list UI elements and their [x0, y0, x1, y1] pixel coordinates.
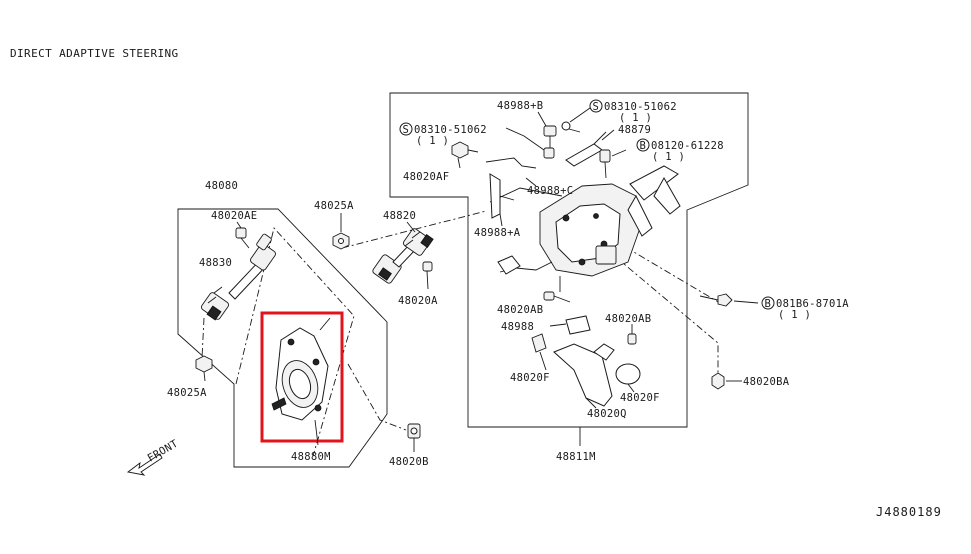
label-48880M: 48880M: [291, 451, 331, 463]
diagram-title: DIRECT ADAPTIVE STEERING: [10, 47, 179, 60]
leader-48879: [601, 129, 615, 141]
label-48020F-left: 48020F: [510, 372, 550, 384]
leader-48988: [549, 323, 567, 327]
bolt-08120: [599, 149, 611, 179]
label-48830: 48830: [199, 257, 232, 269]
clip-48020B: [407, 423, 421, 439]
bolt-48025A-bottom: [195, 355, 213, 382]
leader-column-nut: [604, 247, 719, 374]
label-48988A: 48988+A: [474, 227, 521, 239]
label-48020AE: 48020AE: [211, 210, 257, 222]
leader-48988B: [537, 111, 547, 127]
leader-48020AE: [236, 221, 242, 229]
leader-48820: [406, 221, 416, 233]
label-48025A-top: 48025A: [314, 200, 354, 212]
b-badge-letter: B: [765, 298, 772, 310]
bolt-48020AE: [235, 227, 250, 249]
b-badge-icon: B: [761, 296, 775, 310]
bolt-48988B: [543, 125, 557, 159]
leader-shaft-center: [341, 210, 487, 249]
s-badge-letter: S: [403, 124, 410, 136]
bolt-081B6: [699, 293, 733, 307]
leader-48020AF: [457, 157, 461, 169]
bolt-48020AB-right: [627, 324, 637, 345]
leader-08310-top: [569, 107, 591, 123]
bolt-48020AF: [451, 141, 479, 159]
label-48811M: 48811M: [556, 451, 596, 463]
leader-08310-left: [505, 127, 545, 151]
leader-48020F-right: [627, 383, 635, 393]
label-48988: 48988: [501, 321, 534, 333]
clip-48020F-left: [531, 333, 547, 353]
steering-column-48811M: [489, 165, 681, 292]
b-badge-letter: B: [640, 140, 647, 152]
s-badge-letter: S: [593, 101, 600, 113]
label-48020AF: 48020AF: [403, 171, 449, 183]
highlight-48880M: [260, 311, 344, 443]
nut-48025A-top: [332, 232, 350, 250]
leader-lower-bolt: [201, 317, 205, 359]
actuator-motor-48880M: [271, 317, 331, 421]
diagram-code: J4880189: [876, 505, 942, 519]
leader-motor-dashed: [347, 363, 407, 431]
assembly-outline-48811M: [389, 92, 749, 428]
s-badge-icon: S: [589, 99, 603, 113]
label-08310-top-qty: ( 1 ): [619, 112, 652, 124]
intermediate-shaft-48830: [200, 233, 276, 321]
label-48879: 48879: [618, 124, 651, 136]
label-48020AB-right: 48020AB: [605, 313, 651, 325]
label-48020F-right: 48020F: [620, 392, 660, 404]
bolt-48020AB-left: [543, 291, 571, 303]
label-48988C: 48988+C: [527, 185, 573, 197]
leader-48020F-left: [539, 351, 547, 371]
label-08310-left-qty: ( 1 ): [416, 135, 449, 147]
label-48080: 48080: [205, 180, 238, 192]
label-08310-left: 08310-51062: [414, 124, 487, 136]
label-48020B: 48020B: [389, 456, 429, 468]
label-08310-top: 08310-51062: [604, 101, 677, 113]
screw-08310-top: [561, 121, 581, 133]
label-48988B: 48988+B: [497, 100, 543, 112]
b-badge-icon: B: [636, 138, 650, 152]
leader-48988C: [525, 177, 537, 187]
leader-48988A: [499, 213, 503, 227]
leader-column-bolt: [599, 231, 721, 304]
front-arrow-icon: [126, 453, 163, 476]
label-48020AB-left: 48020AB: [497, 304, 543, 316]
label-081B6: 081B6-8701A: [776, 298, 849, 310]
label-48020BA: 48020BA: [743, 376, 790, 388]
ring-48020F-right: [615, 363, 641, 385]
leader-48880M: [314, 419, 319, 446]
label-48020A: 48020A: [398, 295, 438, 307]
label-08120-qty: ( 1 ): [652, 151, 685, 163]
cover-48020Q: [553, 343, 615, 409]
label-48025A-bottom: 48025A: [167, 387, 207, 399]
s-badge-icon: S: [399, 122, 413, 136]
bracket-48988: [565, 315, 591, 335]
label-48020Q: 48020Q: [587, 408, 627, 420]
shaft-dash-box: [235, 227, 355, 457]
assembly-outline-48080: [177, 208, 388, 468]
bolt-48020A: [422, 261, 433, 290]
nut-48020BA: [711, 372, 725, 390]
label-081B6-qty: ( 1 ): [778, 309, 811, 321]
leader-081B6: [733, 300, 759, 304]
front-label: FRONT: [146, 437, 181, 464]
label-08120: 08120-61228: [651, 140, 724, 152]
upper-shaft-48820: [372, 228, 434, 284]
label-48820: 48820: [383, 210, 416, 222]
leader-08120: [611, 149, 627, 157]
